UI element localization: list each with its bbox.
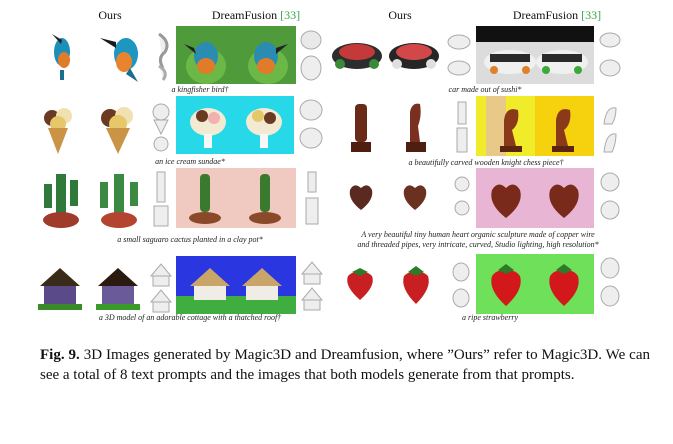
cactus-ours-view-1 (34, 170, 88, 230)
sushi-car-ours-normals (446, 28, 472, 84)
knight-ours-view-2 (400, 96, 430, 156)
sushi-car-dreamfusion-normals (598, 26, 622, 84)
prompt-caption-cactus: a small saguaro cactus planted in a clay… (117, 235, 263, 244)
prompt-caption-cottage: a 3D model of an adorable cottage with a… (98, 313, 282, 322)
header-citation-right[interactable]: [33] (581, 8, 602, 22)
cactus-dreamfusion-normals (300, 168, 324, 228)
heart-ours-normals (452, 172, 472, 222)
figure-caption-text: 3D Images generated by Magic3D and Dream… (40, 347, 650, 383)
sundae-ours-view-1 (40, 104, 76, 156)
prompt-caption-strawberry: a ripe strawberry (462, 313, 518, 322)
cactus-ours-normals (148, 168, 174, 230)
knight-ours-view-1 (346, 96, 376, 156)
knight-dreamfusion-image (476, 96, 594, 156)
header-ours-left: Ours (98, 8, 122, 22)
prompt-caption-heart: A very beautiful tiny human heart organi… (357, 230, 599, 249)
kingfisher-dreamfusion-normals (297, 26, 325, 84)
kingfisher-dreamfusion-image (176, 26, 296, 84)
cactus-ours-view-2 (92, 170, 146, 230)
heart-ours-view-2 (400, 178, 430, 214)
heart-dreamfusion-normals (598, 168, 622, 228)
header-ours-right: Ours (388, 8, 412, 22)
strawberry-ours-view-1 (340, 264, 380, 304)
sundae-dreamfusion-image (176, 96, 294, 154)
cottage-ours-view-1 (34, 262, 86, 312)
cactus-dreamfusion-image (176, 168, 296, 228)
sushi-car-ours-view-2 (387, 34, 442, 76)
prompt-caption-knight: a beautifully carved wooden knight chess… (408, 158, 564, 167)
figure-label: Fig. 9. (40, 347, 80, 363)
kingfisher-ours-normals (153, 28, 175, 84)
sundae-dreamfusion-normals (297, 96, 325, 154)
sushi-car-ours-view-1 (330, 34, 385, 76)
header-dreamfusion-right: DreamFusion [33] (497, 8, 617, 23)
heart-dreamfusion-image (476, 168, 594, 228)
sundae-ours-view-2 (96, 104, 140, 156)
cottage-dreamfusion-image (176, 256, 296, 314)
cottage-dreamfusion-normals (300, 256, 324, 314)
figure-caption: Fig. 9. 3D Images generated by Magic3D a… (40, 345, 650, 385)
header-citation-left[interactable]: [33] (280, 8, 301, 22)
prompt-caption-sushi-car: car made out of sushi* (448, 85, 522, 94)
heart-ours-view-1 (346, 178, 376, 214)
prompt-caption-kingfisher: a kingfisher bird† (171, 85, 229, 94)
strawberry-ours-normals (450, 258, 472, 314)
sundae-ours-normals (150, 100, 172, 158)
header-dreamfusion-left-label: DreamFusion (211, 8, 278, 22)
header-dreamfusion-left: DreamFusion [33] (196, 8, 316, 23)
header-dreamfusion-right-label: DreamFusion (512, 8, 579, 22)
sushi-car-dreamfusion-image (476, 26, 594, 84)
strawberry-dreamfusion-normals (598, 254, 622, 314)
kingfisher-ours-view-1 (42, 30, 82, 82)
prompt-caption-sundae: an ice cream sundae* (155, 157, 225, 166)
knight-dreamfusion-normals (598, 96, 622, 156)
cottage-ours-normals (148, 258, 174, 318)
strawberry-ours-view-2 (398, 262, 434, 308)
knight-ours-normals (452, 96, 472, 156)
cottage-ours-view-2 (92, 262, 144, 312)
kingfisher-ours-view-2 (96, 28, 148, 84)
strawberry-dreamfusion-image (476, 254, 594, 314)
